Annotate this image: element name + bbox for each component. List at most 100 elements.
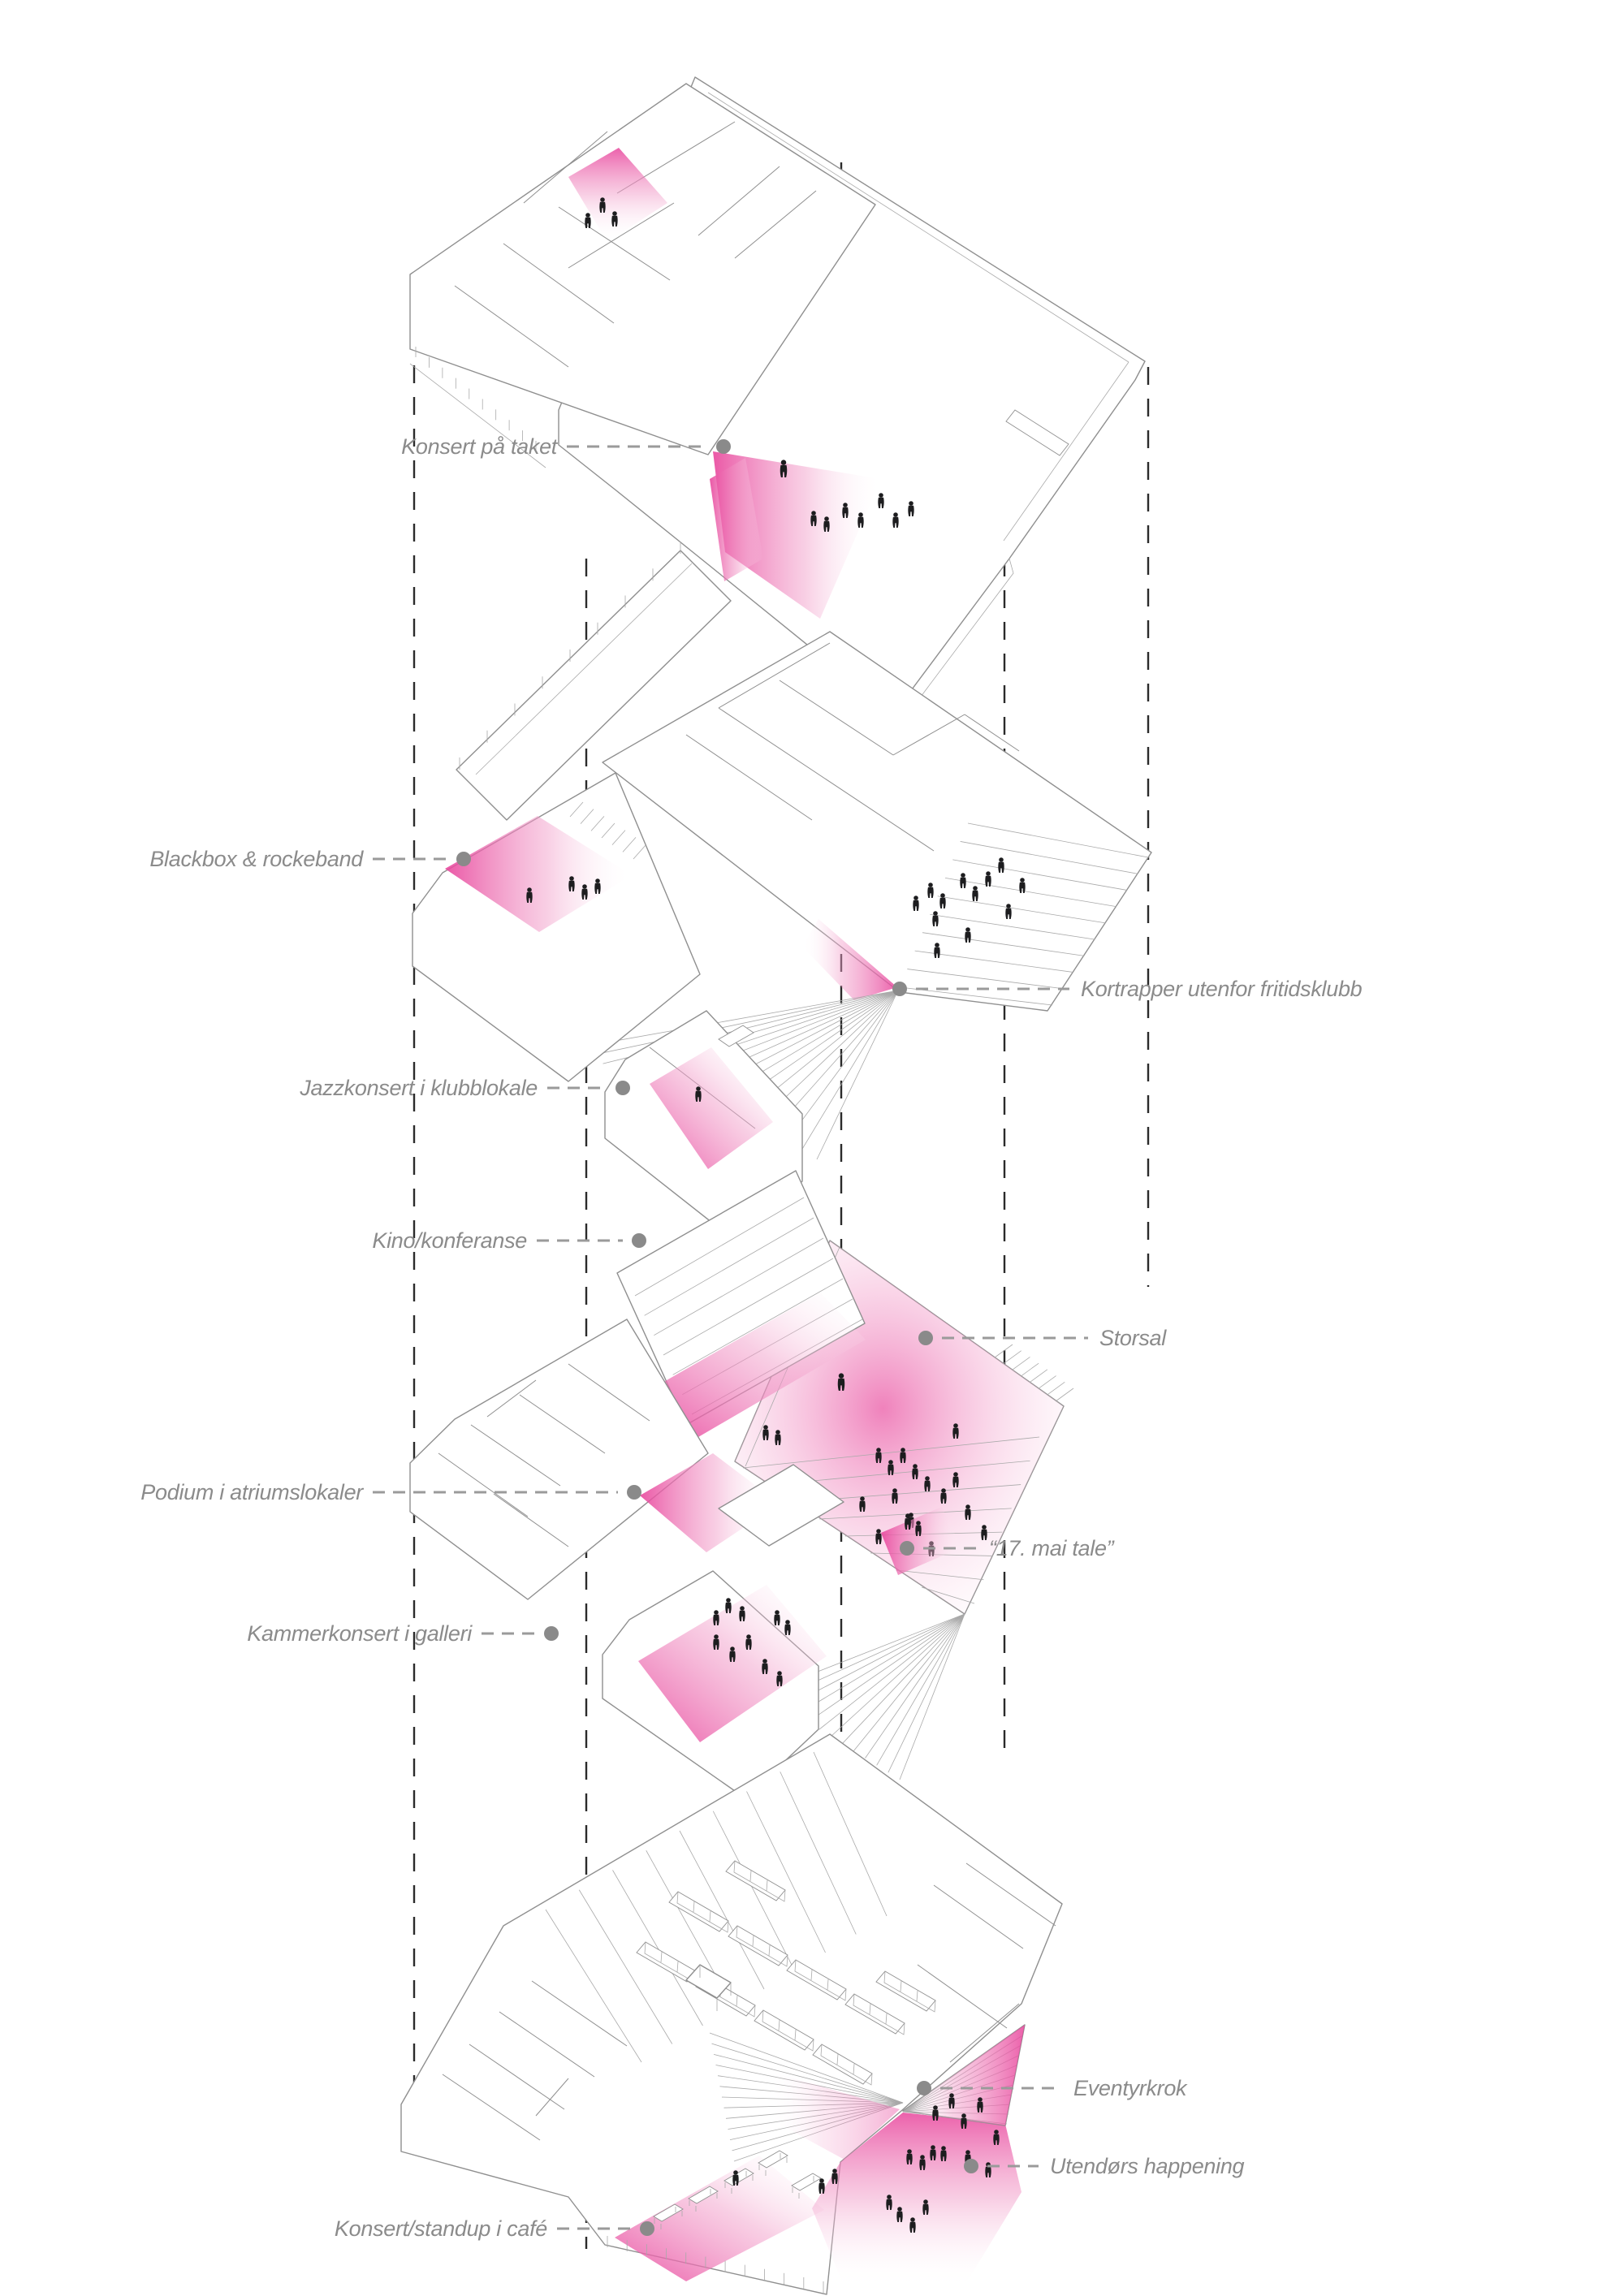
detail-line: [818, 1613, 965, 1730]
detail-line: [796, 1613, 965, 1716]
detail-line: [865, 1613, 965, 1759]
detail-line: [1029, 1369, 1048, 1383]
detail-line: [841, 1613, 965, 1745]
detail-line: [888, 1613, 965, 1773]
detail-line: [569, 801, 584, 818]
main-west-walls: [438, 1363, 650, 1547]
floor-roof-plan: [409, 76, 1146, 821]
detail-line: [967, 822, 1149, 858]
detail-line: [853, 1613, 965, 1751]
detail-line: [907, 969, 1064, 990]
ramp-railing-ticks: [459, 542, 681, 770]
detail-line: [712, 1810, 796, 1971]
detail-line: [1055, 1388, 1074, 1402]
label-text: Kino/konferanse: [372, 1228, 527, 1253]
label-eventyrkrok: Eventyrkrok: [917, 2076, 1188, 2100]
roof-skylight: [1005, 409, 1069, 456]
main-west-wing: [409, 1318, 709, 1600]
leader-dot: [544, 1626, 559, 1641]
detail-line: [746, 1791, 826, 1953]
leader-dot: [456, 852, 471, 866]
detail-line: [633, 844, 647, 860]
label-kino-konferanse: Kino/konferanse: [372, 1228, 646, 1253]
detail-line: [580, 809, 594, 824]
detail-line: [780, 1772, 857, 1935]
detail-line: [654, 1237, 824, 1336]
leader-dot: [918, 1331, 933, 1345]
highlight-cafe: [615, 2156, 824, 2281]
detail-line: [709, 2032, 904, 2104]
upper-main-plate: [602, 631, 1152, 1012]
detail-line: [622, 837, 637, 852]
highlight-klubblokale: [650, 1047, 773, 1169]
detail-line: [578, 1889, 673, 2044]
detail-line: [899, 1613, 965, 1780]
leader-dot: [892, 982, 907, 996]
annotations: Konsert på taket Blackbox & rockeband Ko…: [140, 434, 1363, 2241]
floor-upper-plan: [412, 631, 1152, 1241]
label-text: “17. mai tale”: [989, 1536, 1115, 1560]
leader-dot: [615, 1081, 630, 1095]
leader-dot: [917, 2081, 931, 2095]
detail-line: [1020, 1362, 1039, 1377]
detail-line: [1003, 1350, 1021, 1365]
highlight-roof-room: [568, 148, 667, 242]
highlight-entry: [770, 2072, 900, 2160]
detail-line: [800, 990, 899, 1153]
detail-line: [922, 932, 1085, 956]
highlight-eventyrkrok: [903, 2025, 1025, 2126]
detail-line: [876, 1613, 965, 1766]
highlight-mai-tale: [881, 1507, 961, 1575]
ground-plate: [400, 1733, 1063, 2295]
leader-dot: [627, 1485, 641, 1500]
detail-line: [937, 896, 1106, 924]
detail-line: [1038, 1375, 1056, 1389]
label-text: Storsal: [1099, 1326, 1167, 1350]
detail-line: [819, 1508, 1012, 1520]
detail-line: [816, 990, 899, 1160]
podium-box: [718, 1464, 844, 1547]
label-mai-tale: “17. mai tale”: [900, 1536, 1115, 1560]
detail-line: [663, 1258, 834, 1356]
detail-line: [807, 1613, 965, 1723]
detail-line: [944, 877, 1116, 908]
leader-dot: [716, 439, 731, 454]
label-text: Jazzkonsert i klubblokale: [299, 1076, 538, 1100]
floor-main-plan: [409, 1170, 1074, 1799]
detail-line: [930, 913, 1095, 940]
label-jazzkonsert: Jazzkonsert i klubblokale: [299, 1076, 630, 1100]
label-utendors-happening: Utendørs happening: [964, 2154, 1245, 2178]
label-blackbox-rockeband: Blackbox & rockeband: [149, 847, 471, 871]
detail-line: [960, 841, 1138, 874]
highlight-blackbox: [445, 816, 632, 932]
highlight-kortrapper: [802, 919, 897, 1000]
detail-line: [742, 1436, 1040, 1469]
detail-line: [899, 986, 1053, 1006]
label-text: Kammerkonsert i galleri: [247, 1621, 473, 1646]
detail-line: [569, 990, 899, 1050]
detail-line: [711, 2043, 904, 2104]
highlight-roof-concert: [713, 451, 881, 619]
ground-west-walls: [442, 1980, 628, 2141]
detail-line: [611, 830, 626, 845]
roof-room-walls: [454, 121, 817, 368]
label-text: Konsert/standup i café: [335, 2216, 547, 2241]
detail-line: [1012, 1357, 1030, 1370]
label-kammerkonsert: Kammerkonsert i galleri: [247, 1621, 559, 1646]
detail-line: [813, 1751, 888, 1917]
blackbox-stair-ticks: [569, 801, 647, 860]
label-podium: Podium i atriumslokaler: [140, 1480, 641, 1504]
detail-line: [914, 950, 1074, 973]
main-stair-fan: [761, 1613, 965, 1780]
roof-rooms-wing: [409, 83, 876, 455]
library-roof-beams: [545, 1751, 888, 2063]
highlight-podium: [640, 1453, 780, 1552]
leader-dot: [900, 1541, 914, 1556]
label-text: Utendørs happening: [1050, 2154, 1245, 2178]
detail-line: [601, 822, 615, 839]
blackbox-wing: [412, 772, 701, 1082]
label-text: Blackbox & rockeband: [149, 847, 364, 871]
detail-line: [634, 1197, 805, 1297]
